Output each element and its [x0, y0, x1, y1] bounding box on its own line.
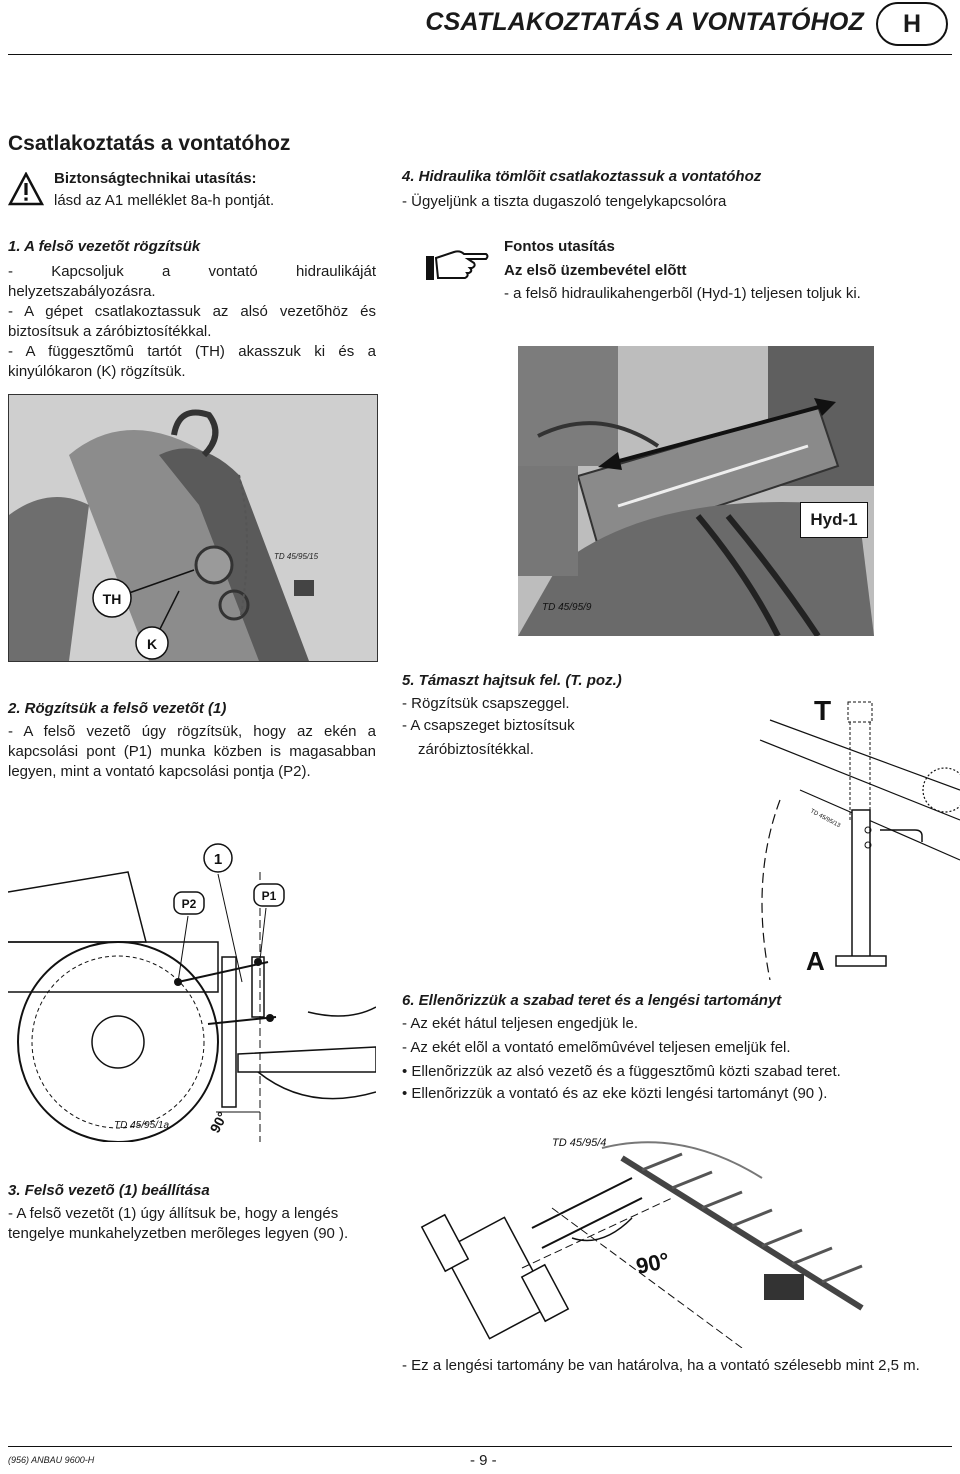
header-divider: [8, 54, 952, 55]
diagram2-label-t: T: [814, 695, 831, 726]
final-note: - Ez a lengési tartomány be van határolv…: [402, 1357, 920, 1374]
page-header-title: CSATLAKOZTATÁS A VONTATÓHOZ: [425, 8, 864, 36]
note-text: - a felsõ hidraulikahengerbõl (Hyd-1) te…: [504, 285, 861, 302]
diagram3-code: TD 45/95/4: [552, 1137, 606, 1149]
swing-range-drawing: TD 45/95/4 90°: [402, 1118, 956, 1349]
language-badge: H: [876, 2, 948, 46]
step3-heading: 3. Felsõ vezetõ (1) beállítása: [8, 1182, 210, 1199]
diagram1-code: TD 45/95/1a: [114, 1120, 169, 1131]
photo1-label-th: TH: [103, 591, 122, 607]
step5-heading: 5. Támaszt hajtsuk fel. (T. poz.): [402, 672, 622, 689]
step6-item: - Az ekét hátul teljesen engedjük le.: [402, 1015, 638, 1032]
warning-triangle-icon: [8, 172, 44, 206]
diagram2-label-a: A: [806, 946, 825, 976]
photo1-label-k: K: [147, 636, 157, 652]
step1-item: - A függesztõmû tartót (TH) akasszuk ki …: [8, 343, 376, 380]
step6-heading: 6. Ellenõrizzük a szabad teret és a leng…: [402, 992, 782, 1009]
step5-item: záróbiztosítékkal.: [418, 741, 534, 758]
step4-heading: 4. Hidraulika tömlõit csatlakoztassuk a …: [402, 168, 762, 185]
diagram1-label-p1: P1: [262, 889, 277, 903]
step2-heading: 2. Rögzítsük a felsõ vezetõt (1): [8, 700, 227, 717]
step2-text: - A felsõ vezetõ úgy rögzítsük, hogy az …: [8, 723, 376, 780]
safety-title: Biztonságtechnikai utasítás:: [54, 170, 257, 187]
hitch-photo: TH K TD 45/95/15: [8, 394, 378, 662]
hydraulic-photo: TD 45/95/9: [518, 346, 874, 636]
footer-divider: [8, 1446, 952, 1447]
step6-item: • Ellenõrizzük az alsó vezetõ és a függe…: [402, 1063, 841, 1080]
diagram2-code: TD 45/95/13: [809, 808, 842, 829]
step3-text: - A felsõ vezetõt (1) úgy állítsuk be, h…: [8, 1205, 349, 1242]
diagram1-label-p2: P2: [182, 897, 197, 911]
support-leg-drawing: T TD 45/95/13 A: [759, 695, 960, 981]
page-number: - 9 -: [470, 1452, 497, 1469]
hyd1-label: Hyd-1: [800, 502, 868, 538]
photo2-code: TD 45/95/9: [542, 602, 592, 613]
note-subtitle: Az elsõ üzembevétel elõtt: [504, 262, 687, 279]
hitch-diagram: 1 P2 P1 TD 45/95/1a 90°: [7, 832, 377, 1143]
step5-item: - Rögzítsük csapszeggel.: [402, 695, 570, 712]
step5-item: - A csapszeget biztosítsuk: [402, 717, 575, 734]
step6-item: - Az ekét elõl a vontató emelõmûvével te…: [402, 1039, 791, 1056]
step1-item: - A gépet csatlakoztassuk az alsó vezetõ…: [8, 303, 376, 340]
step1-list: - Kapcsoljuk a vontató hidraulikáját hel…: [8, 262, 376, 382]
step1-item: - Kapcsoljuk a vontató hidraulikáját hel…: [8, 263, 376, 300]
pointing-hand-icon: [426, 250, 489, 280]
section-title: Csatlakoztatás a vontatóhoz: [8, 132, 291, 155]
photo1-code: TD 45/95/15: [274, 552, 319, 561]
hitch-photo-drawing: TH K TD 45/95/15: [9, 395, 377, 661]
step6-item: • Ellenõrizzük a vontató és az eke közti…: [402, 1085, 828, 1102]
safety-text: lásd az A1 melléklet 8a-h pontját.: [54, 192, 275, 209]
step1-heading: 1. A felsõ vezetõt rögzítsük: [8, 238, 201, 255]
swing-range-diagram: TD 45/95/4 90°: [402, 1118, 956, 1349]
hitch-diagram-drawing: 1 P2 P1 TD 45/95/1a 90°: [7, 832, 377, 1143]
hydraulic-photo-drawing: TD 45/95/9: [518, 346, 874, 636]
diagram1-label-1: 1: [214, 851, 222, 868]
footer-doc-code: (956) ANBAU 9600-H: [8, 1455, 95, 1465]
step4-text: - Ügyeljünk a tiszta dugaszoló tengelyka…: [402, 193, 727, 210]
support-leg-diagram: T TD 45/95/13 A: [740, 680, 960, 981]
note-title: Fontos utasítás: [504, 238, 615, 255]
